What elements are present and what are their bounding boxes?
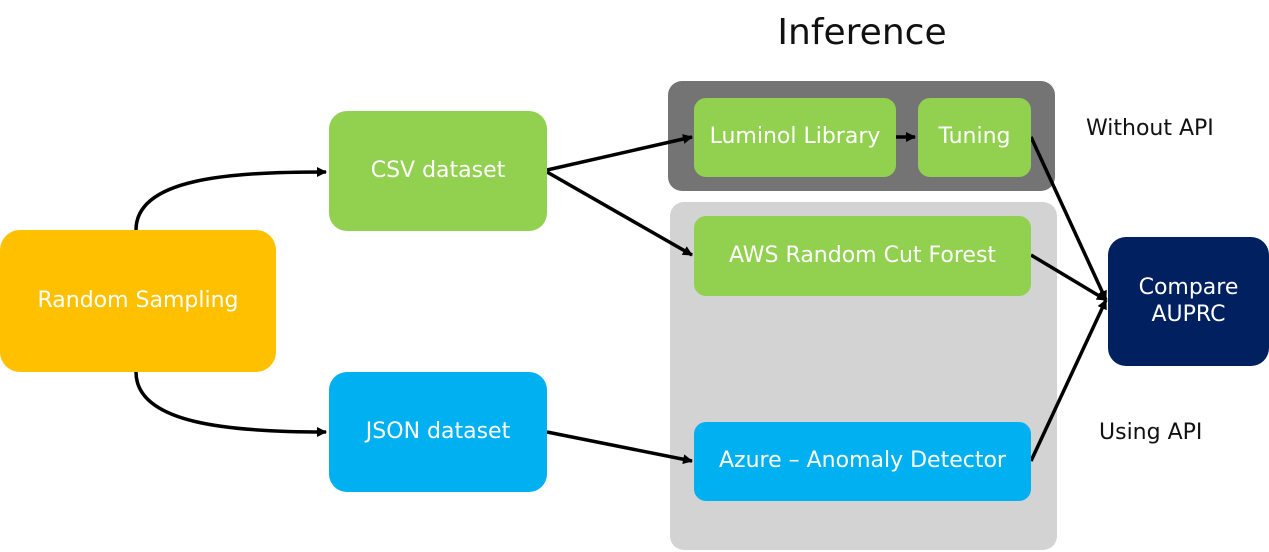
arrow-sampling-to-json [134, 371, 327, 437]
aws-random-cut-forest-label: AWS Random Cut Forest [728, 242, 997, 268]
arrow-json-to-azure [546, 430, 693, 465]
azure-anomaly-detector-label: Azure – Anomaly Detector [719, 448, 1006, 474]
azure-anomaly-detector-node: Azure – Anomaly Detector [694, 422, 1031, 501]
using-api-label: Using API [1099, 420, 1203, 445]
json-dataset-label: JSON dataset [365, 418, 511, 444]
arrow-csv-to-aws [546, 170, 693, 257]
csv-dataset-node: CSV dataset [329, 111, 547, 231]
compare-auprc-node: Compare AUPRC [1108, 237, 1269, 366]
json-dataset-node: JSON dataset [329, 372, 547, 492]
without-api-label: Without API [1086, 116, 1214, 141]
inference-title: Inference [777, 12, 947, 53]
auprc-label: AUPRC [1151, 301, 1226, 327]
tuning-label: Tuning [938, 124, 1011, 150]
csv-dataset-label: CSV dataset [370, 157, 506, 183]
arrow-csv-to-luminol [546, 134, 693, 172]
luminol-library-node: Luminol Library [694, 98, 896, 177]
arrow-sampling-to-csv [134, 167, 327, 231]
arrow-aws-to-compare [1030, 253, 1107, 302]
aws-random-cut-forest-node: AWS Random Cut Forest [694, 216, 1031, 296]
luminol-library-label: Luminol Library [709, 124, 881, 150]
random-sampling-label: Random Sampling [37, 287, 239, 313]
random-sampling-node: Random Sampling [0, 230, 276, 372]
compare-label: Compare [1138, 275, 1239, 301]
tuning-node: Tuning [918, 98, 1031, 177]
arrow-azure-to-compare [1029, 299, 1108, 462]
arrow-tuning-to-compare [1029, 136, 1108, 301]
